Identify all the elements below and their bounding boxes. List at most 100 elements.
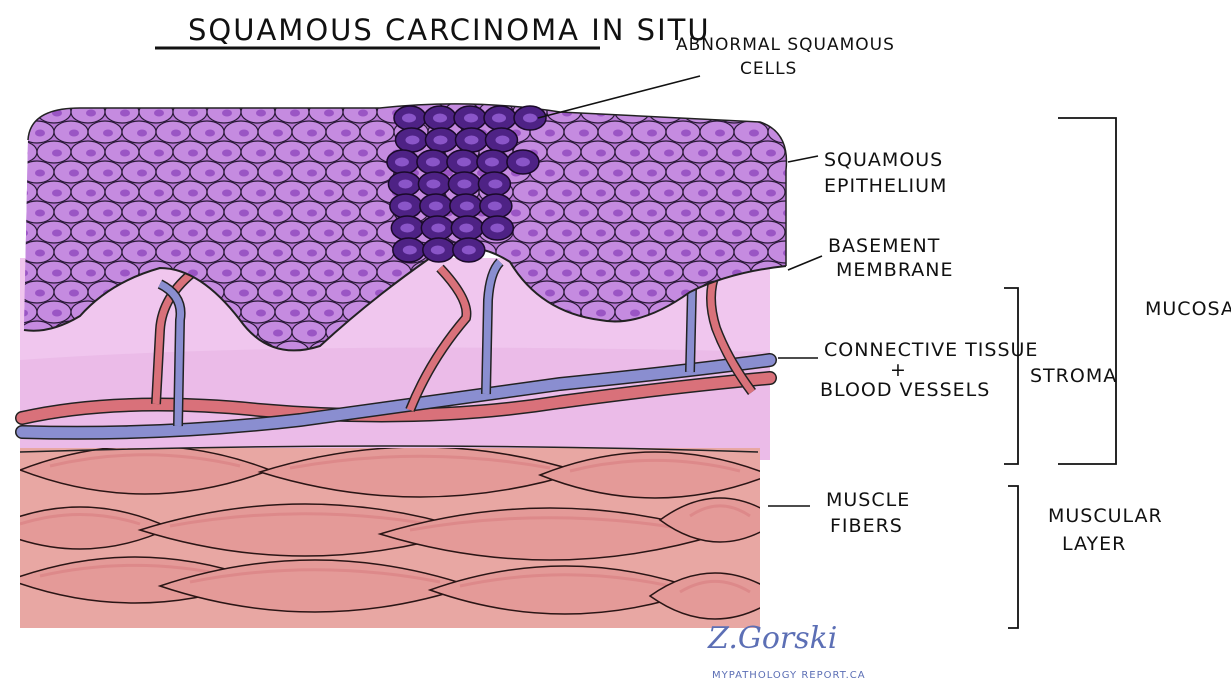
cell-nucleus [18,150,28,157]
cell-nucleus [698,150,708,157]
cell-nucleus [86,110,96,117]
abnormal-cell-nucleus [403,246,417,255]
label-mucosa: MUCOSA [1145,298,1231,320]
cell-nucleus [205,130,215,137]
cell-nucleus [715,130,725,137]
cell-nucleus [69,250,79,257]
cell-nucleus [256,270,266,277]
epithelial-cell [3,181,37,203]
cell-nucleus [137,130,147,137]
cell-nucleus [358,150,368,157]
cell-nucleus [239,250,249,257]
leader-basement [788,256,822,270]
cell-nucleus [18,230,28,237]
cell-nucleus [613,130,623,137]
abnormal-cell-nucleus [523,114,537,123]
cell-nucleus [171,210,181,217]
cell-nucleus [290,230,300,237]
cell-nucleus [154,150,164,157]
cell-nucleus [256,110,266,117]
abnormal-cell-nucleus [398,202,412,211]
cell-nucleus [103,250,113,257]
epithelial-cell [3,221,37,243]
cell-nucleus [681,210,691,217]
cell-nucleus [528,270,538,277]
cell-nucleus [307,130,317,137]
cell-nucleus [596,190,606,197]
cell-nucleus [596,150,606,157]
abnormal-cell-nucleus [426,158,440,167]
leader-abnormal-cells [538,76,700,118]
cell-nucleus [715,170,725,177]
cell-nucleus [120,110,130,117]
cell-nucleus [783,130,793,137]
cell-nucleus [222,190,232,197]
website-credit: MYPATHOLOGY REPORT.CA [712,670,866,681]
cell-nucleus [188,230,198,237]
cell-nucleus [307,210,317,217]
cell-nucleus [715,210,725,217]
cell-nucleus [647,290,657,297]
epithelial-cell [615,101,649,123]
cell-nucleus [783,250,793,257]
cell-nucleus [613,170,623,177]
cell-nucleus [256,230,266,237]
abnormal-cell-nucleus [431,246,445,255]
cell-nucleus [307,330,317,337]
cell-nucleus [579,210,589,217]
cell-nucleus [69,130,79,137]
cell-nucleus [52,150,62,157]
abnormal-cell-nucleus [459,224,473,233]
cell-nucleus [69,210,79,217]
cell-nucleus [613,290,623,297]
epithelial-cell [3,101,37,123]
cell-nucleus [324,190,334,197]
abnormal-cell-nucleus [429,202,443,211]
cell-nucleus [664,150,674,157]
cell-nucleus [86,150,96,157]
abnormal-cell-nucleus [460,202,474,211]
cell-nucleus [205,170,215,177]
cell-nucleus [647,170,657,177]
cell-nucleus [613,250,623,257]
cell-nucleus [273,130,283,137]
cell-nucleus [273,250,283,257]
cell-nucleus [137,170,147,177]
cell-nucleus [545,210,555,217]
abnormal-cell-nucleus [485,158,499,167]
cell-nucleus [698,230,708,237]
cell-nucleus [341,130,351,137]
mucosa-bracket [1058,118,1116,464]
cell-nucleus [732,150,742,157]
cell-nucleus [630,310,640,317]
cell-nucleus [358,190,368,197]
cell-nucleus [783,330,793,337]
cell-nucleus [222,150,232,157]
cell-nucleus [562,150,572,157]
cell-nucleus [766,230,776,237]
muscle-layer [0,446,780,628]
cell-nucleus [545,170,555,177]
cell-nucleus [222,230,232,237]
cell-nucleus [290,150,300,157]
label-abnormal-cells-2: CELLS [740,59,797,79]
cell-nucleus [222,110,232,117]
cell-nucleus [732,190,742,197]
cell-nucleus [205,250,215,257]
cell-nucleus [596,110,606,117]
cell-nucleus [375,210,385,217]
abnormal-cell-nucleus [398,180,412,189]
cell-nucleus [239,130,249,137]
cell-nucleus [154,230,164,237]
label-basement-1: BASEMENT [828,235,940,257]
cell-nucleus [222,270,232,277]
label-muscle-1: MUSCLE [826,489,910,511]
cell-nucleus [290,270,300,277]
cell-nucleus [375,250,385,257]
label-connective-2: BLOOD VESSELS [820,379,990,401]
abnormal-cell-nucleus [395,158,409,167]
abnormal-cell-nucleus [492,114,506,123]
cell-nucleus [52,190,62,197]
cell-nucleus [698,190,708,197]
